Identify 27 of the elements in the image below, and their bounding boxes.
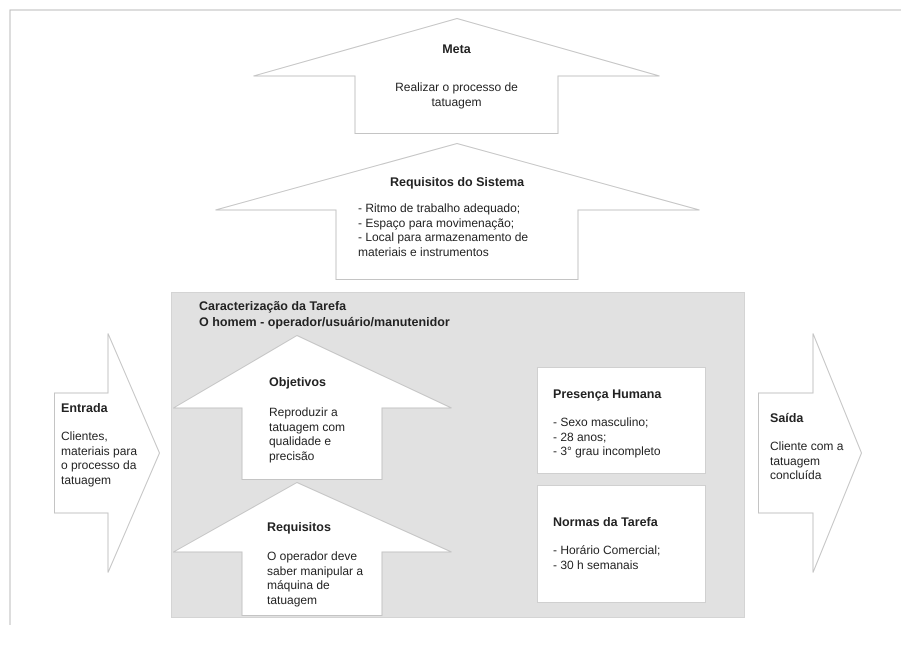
up-arrow-shape	[173, 482, 452, 616]
heading-text: Presença Humana	[553, 387, 662, 402]
heading-text: O homem - operador/usuário/manutenidor	[199, 315, 451, 330]
heading-text: Meta	[441, 42, 472, 56]
body-text: Cliente com a tatuagem concluída	[770, 439, 844, 482]
up-arrow-shape	[253, 18, 660, 134]
right-arrow-shape	[54, 333, 160, 573]
body-text: - Sexo masculino; - 28 anos; - 3° grau incompleto	[553, 415, 662, 458]
heading-text: Requisitos	[267, 520, 332, 534]
body-text: O operador deve saber manipular a máquina de tatuagem	[267, 549, 364, 607]
info-box	[537, 367, 706, 474]
right-arrow-shape	[758, 333, 862, 573]
body-text: Reproduzir a tatuagem com qualidade e precisão	[269, 405, 346, 463]
heading-text: Requisitos do Sistema	[388, 175, 526, 190]
body-text: Clientes, materiais para o processo da tatuagem	[61, 429, 138, 487]
body-text: Realizar o processo de tatuagem	[394, 80, 519, 109]
up-arrow-shape	[215, 143, 700, 280]
info-box	[537, 485, 706, 603]
up-arrow-shape	[173, 335, 452, 480]
body-text: - Horário Comercial; - 30 h semanais	[553, 543, 662, 572]
body-text: - Ritmo de trabalho adequado; - Espaço para movimenação; - Local para armazenamento de materiais e instrumentos	[358, 201, 530, 259]
heading-text: Saída	[770, 411, 804, 426]
heading-text: Caracterização da Tarefa	[199, 299, 348, 314]
heading-text: Objetivos	[269, 375, 327, 390]
task-panel	[171, 292, 745, 618]
heading-text: Normas da Tarefa	[553, 515, 659, 530]
heading-text: Entrada	[61, 401, 109, 416]
